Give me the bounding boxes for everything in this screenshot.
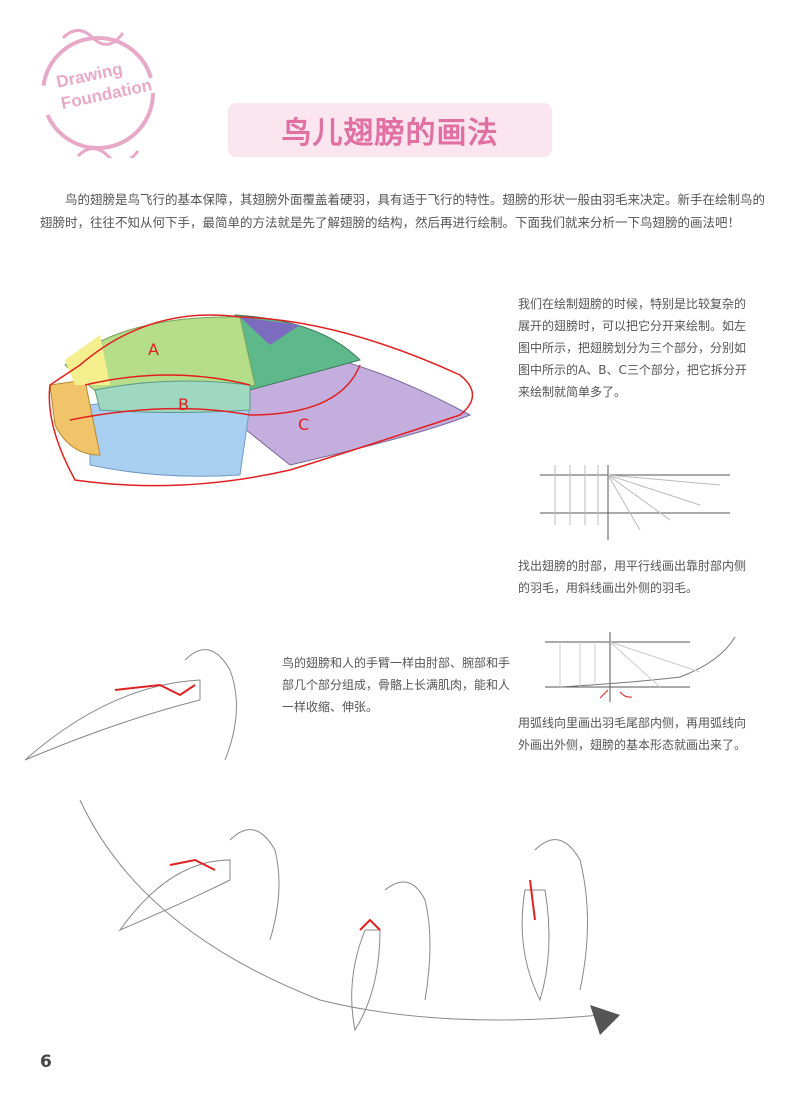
title-banner: 鸟儿翅膀的画法 [228,103,552,157]
intro-paragraph: 鸟的翅膀是鸟飞行的基本保障，其翅膀外面覆盖着硬羽，具有适于飞行的特性。翅膀的形状… [40,192,766,230]
wing-sections-diagram: A B C [48,314,474,487]
page-title: 鸟儿翅膀的画法 [281,116,499,151]
arm-note: 鸟的翅膀和人的手臂一样由肘部、腕部和手部几个部分组成，骨骼上长满肌肉，能和人一样… [282,656,511,714]
bird-3 [384,881,431,1001]
label-c: C [298,415,309,434]
label-a: A [148,340,159,359]
sections-note: 我们在绘制翅膀的时候，特别是比较复杂的展开的翅膀时，可以把它分开来绘制。如左图中… [518,297,747,399]
arc-guideline-sketch [545,632,736,702]
elbow-note: 找出翅膀的肘部，用平行线画出靠肘部内侧的羽毛，用斜线画出外侧的羽毛。 [518,559,747,595]
label-b: B [178,395,189,414]
bird-2 [229,829,280,941]
scapulars [49,379,101,456]
arcs-note: 用弧线向里画出羽毛尾部内侧，再用弧线向外画出外侧，翅膀的基本形态就画出来了。 [518,716,747,752]
page-number: 6 [40,1052,52,1072]
bird-1 [184,649,237,761]
alula [240,317,300,345]
marginal-coverts [65,335,110,385]
elbow-guideline-sketch [540,465,730,540]
arrow-head-icon [590,1005,620,1035]
middle-coverts [94,380,251,413]
outline-total [48,314,474,487]
bird-4 [534,839,588,991]
section-dividers [69,364,361,421]
drawing-foundation-logo [41,29,155,158]
wing-folding-sequence-sketch [24,649,620,1035]
